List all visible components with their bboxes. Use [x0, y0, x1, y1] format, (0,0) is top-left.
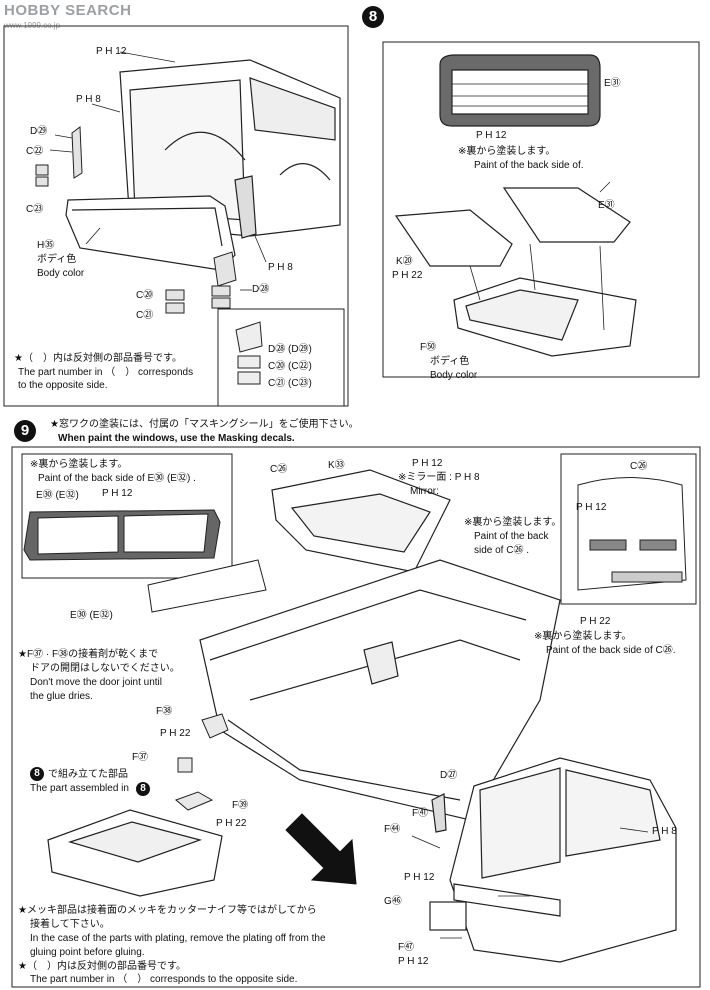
ph8-finish-label: P H 8: [76, 94, 101, 105]
masking-note-jp: ★窓ワクの塗装には、付属の「マスキングシール」をご使用下さい。: [50, 419, 359, 430]
f44-finish-label: P H 12: [404, 872, 435, 883]
opposite-side-note-en2: to the opposite side.: [18, 380, 108, 391]
part-e30-label: E㉚ (E㉜): [70, 610, 113, 621]
e31-finish-label: P H 12: [476, 130, 507, 141]
assembled-note-en: The part assembled in: [30, 783, 129, 794]
step-8-ref-badge-2: 8: [136, 782, 150, 796]
window-inset-part-label: E㉚ (E㉜): [36, 490, 79, 501]
part-g56-label: G㊻: [384, 896, 402, 907]
step-8-ref-badge: 8: [30, 767, 44, 781]
opp-side-note-en: The part number in （ ） corresponds to th…: [30, 974, 298, 985]
part-c23-label: C㉓: [26, 204, 44, 215]
f47-finish-label: P H 12: [398, 956, 429, 967]
plating-note-en2: gluing point before gluing.: [30, 947, 145, 958]
step-8-marker: 8: [362, 6, 384, 28]
part-k70-label: K⑳: [396, 256, 413, 267]
opposite-side-note-jp: ★（ ）内は反対側の部品番号です。: [14, 353, 182, 364]
part-f37-label: F㊲: [132, 752, 149, 763]
f39-finish-label: P H 22: [216, 818, 247, 829]
ph12-finish-label: P H 12: [96, 46, 127, 57]
part-e31-window-label: E㉛: [604, 78, 621, 89]
opposite-side-note-en1: The part number in （ ） corresponds: [18, 367, 194, 378]
c26-note-jp: ※裏から塗装します。: [534, 631, 632, 642]
part-c26-rear-label: C㉖: [630, 461, 648, 472]
ph8-rear-label: P H 8: [652, 826, 677, 837]
e31-note-jp: ※裏から塗装します。: [458, 146, 556, 157]
inset-label-d28: D㉘ (D㉙): [268, 344, 312, 355]
rear-finish-label: P H 12: [576, 502, 607, 513]
opp-side-note-jp: ★（ ）内は反対側の部品番号です。: [18, 961, 186, 972]
part-d27-label: D㉗: [440, 770, 458, 781]
door-note-jp1: ★F㊲ · F㊳の接着剤が乾くまで: [18, 649, 159, 660]
c26-finish-label: P H 22: [580, 616, 611, 627]
door-note-en2: the glue dries.: [30, 691, 93, 702]
c26-note-en: Paint of the back side of C㉖.: [546, 645, 676, 656]
h59-color-en: Body color: [37, 268, 85, 279]
rear-note-jp: ※裏から塗装します。: [464, 517, 562, 528]
ph8-bottom-label: P H 8: [268, 262, 293, 273]
f38-finish-label: P H 22: [160, 728, 191, 739]
part-c26-roof-label: C㉖: [270, 464, 288, 475]
part-f47-label: F㊼: [398, 942, 415, 953]
k63-finish-label: P H 12: [412, 458, 443, 469]
part-c20-label: C⑳: [136, 290, 154, 301]
part-e31-lid-label: E㉛: [598, 200, 615, 211]
masking-note-en: When paint the windows, use the Masking …: [58, 433, 295, 444]
part-k63-label: K㉝: [328, 460, 345, 471]
plating-note-jp2: 接着して下さい。: [30, 919, 110, 930]
part-f41-label: F㊶: [412, 808, 429, 819]
mirror-note-jp: ※ミラー面 : P H 8: [398, 472, 480, 483]
part-f50-label: F㊿: [420, 342, 437, 353]
f50-color-jp: ボディ色: [430, 356, 470, 367]
mirror-note-en: Mirror:: [410, 486, 439, 497]
part-d28-label: D㉘: [252, 284, 270, 295]
inset-label-c21: C㉑ (C㉓): [268, 378, 312, 389]
window-inset-note-jp: ※裏から塗装します。: [30, 459, 128, 470]
part-h59-label: H㉟: [37, 240, 55, 251]
k70-finish-label: P H 22: [392, 270, 423, 281]
logo-text: HOBBY SEARCH: [4, 2, 132, 19]
rear-note-en1: Paint of the back: [474, 531, 549, 542]
part-f39-label: F㊴: [232, 800, 249, 811]
plating-note-jp1: ★メッキ部品は接着面のメッキをカッターナイフ等ではがしてから: [18, 905, 317, 916]
door-note-en1: Don't move the door joint until: [30, 677, 162, 688]
step-9-marker: 9: [14, 420, 36, 442]
part-d29-label: D㉙: [30, 126, 48, 137]
f50-color-en: Body color: [430, 370, 478, 381]
inset-label-c20: C⑳ (C㉒): [268, 361, 312, 372]
h59-color-jp: ボディ色: [37, 254, 77, 265]
rear-note-en2: side of C㉖ .: [474, 545, 530, 556]
window-inset-note-en: Paint of the back side of E㉚ (E㉜) .: [38, 473, 196, 484]
door-note-jp2: ドアの開閉はしないでください。: [30, 663, 180, 674]
assembled-note-jp: で組み立てた部品: [48, 769, 128, 780]
plating-note-en1: In the case of the parts with plating, r…: [30, 933, 326, 944]
part-f44-label: F㊹: [384, 824, 401, 835]
window-inset-finish-label: P H 12: [102, 488, 133, 499]
part-f38-label: F㊳: [156, 706, 173, 717]
part-c21-label: C㉑: [136, 310, 154, 321]
part-c22-label: C㉒: [26, 146, 44, 157]
e31-note-en: Paint of the back side of.: [474, 160, 584, 171]
